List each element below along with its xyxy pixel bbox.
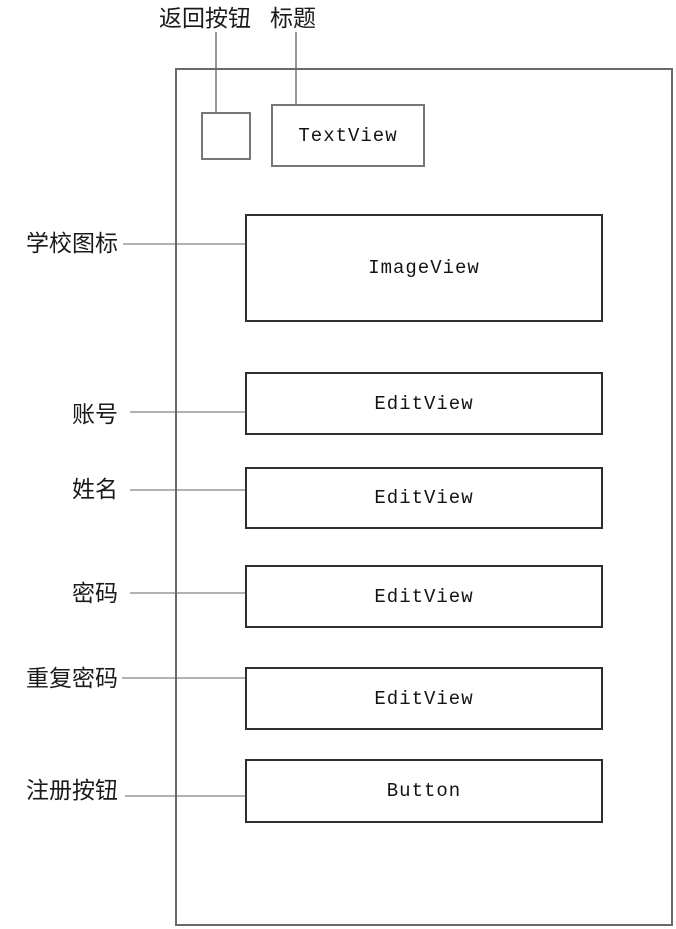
repeat-password-editview-box[interactable]: EditView bbox=[245, 667, 603, 730]
school-icon-imageview-box: ImageView bbox=[245, 214, 603, 322]
callout-school-icon-label: 学校图标 bbox=[26, 231, 118, 256]
account-editview-box[interactable]: EditView bbox=[245, 372, 603, 435]
leader-line-password bbox=[130, 592, 282, 594]
leader-line-title bbox=[295, 32, 297, 127]
leader-line-back-button bbox=[215, 32, 217, 135]
back-button-box[interactable] bbox=[201, 112, 251, 160]
callout-back-button-label: 返回按钮 bbox=[159, 6, 251, 31]
callout-name-label: 姓名 bbox=[72, 477, 118, 502]
school-icon-imageview-label: ImageView bbox=[368, 257, 480, 279]
title-textview-box: TextView bbox=[271, 104, 425, 167]
password-editview-label: EditView bbox=[374, 585, 474, 608]
repeat-password-editview-label: EditView bbox=[374, 687, 474, 710]
callout-register-button-label: 注册按钮 bbox=[26, 778, 118, 803]
account-editview-label: EditView bbox=[374, 392, 474, 415]
leader-line-name bbox=[130, 489, 282, 491]
leader-line-register-button bbox=[125, 795, 278, 797]
register-button-label: Button bbox=[386, 780, 462, 802]
callout-password-label: 密码 bbox=[72, 581, 118, 606]
callout-title-label: 标题 bbox=[270, 6, 316, 31]
name-editview-box[interactable]: EditView bbox=[245, 467, 603, 529]
callout-account-label: 账号 bbox=[72, 402, 118, 427]
leader-line-repeat-password bbox=[122, 677, 273, 679]
title-textview-label: TextView bbox=[298, 124, 398, 147]
leader-line-school-icon bbox=[123, 243, 273, 245]
callout-repeat-password-label: 重复密码 bbox=[26, 666, 118, 691]
name-editview-label: EditView bbox=[374, 487, 474, 509]
register-button-box[interactable]: Button bbox=[245, 759, 603, 823]
password-editview-box[interactable]: EditView bbox=[245, 565, 603, 628]
leader-line-account bbox=[130, 411, 282, 413]
screen-frame bbox=[175, 68, 673, 926]
